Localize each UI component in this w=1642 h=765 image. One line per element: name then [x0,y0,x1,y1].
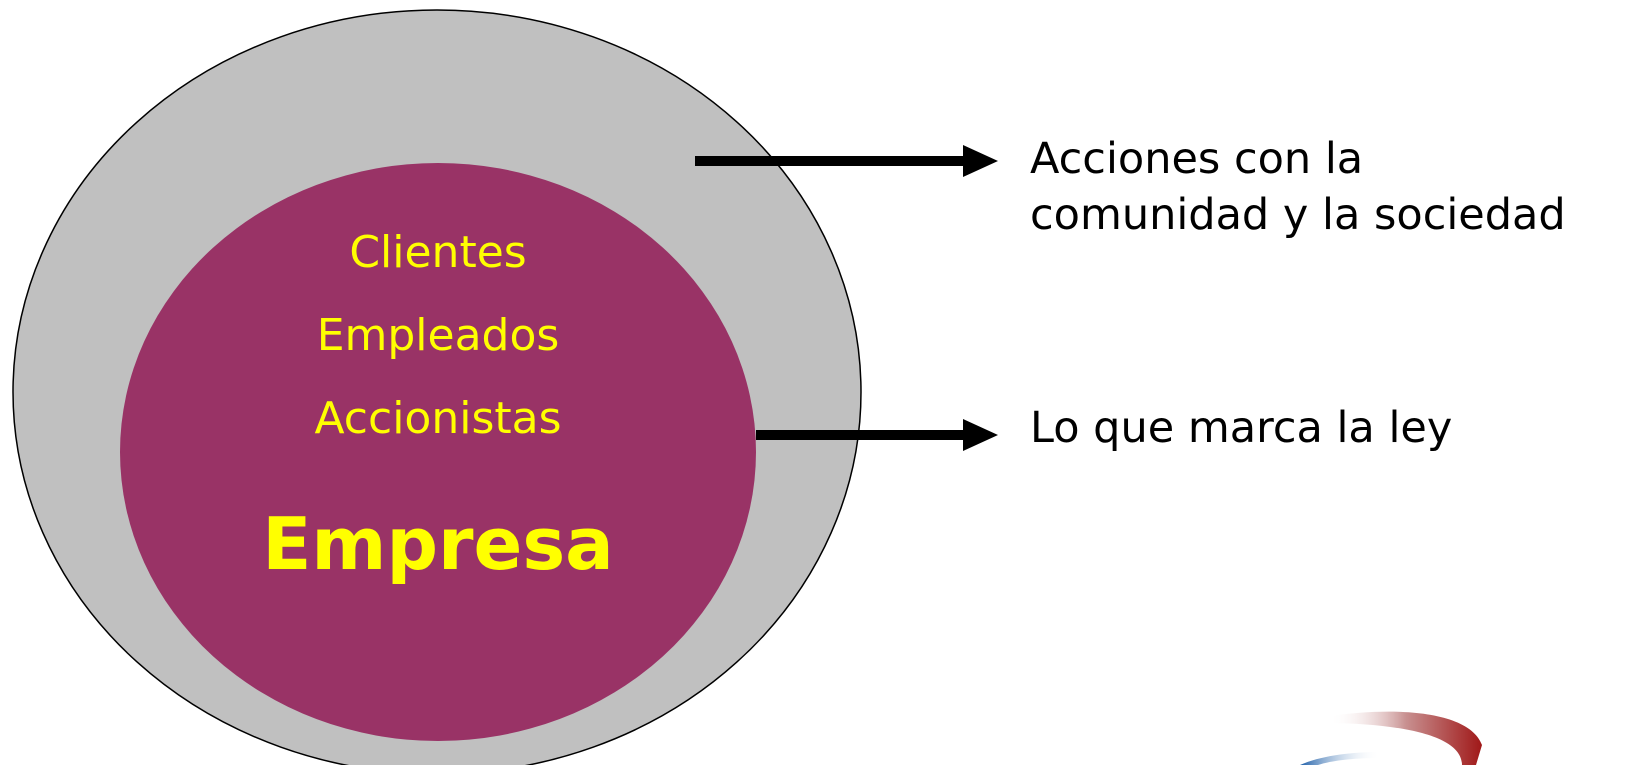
arrow-ley [756,419,998,451]
inner-title-empresa: Empresa [262,502,614,586]
inner-item-empleados: Empleados [316,310,560,361]
arrow-label-ley: Lo que marca la ley [1030,403,1453,453]
inner-item-accionistas: Accionistas [314,393,562,444]
arrow-comunidad [695,145,998,177]
arrow-label-comunidad: Acciones con la comunidad y la sociedad [1030,134,1566,240]
inner-item-clientes: Clientes [349,227,527,278]
inner-ellipse [120,163,756,741]
swoosh-logo-icon [1300,711,1482,765]
